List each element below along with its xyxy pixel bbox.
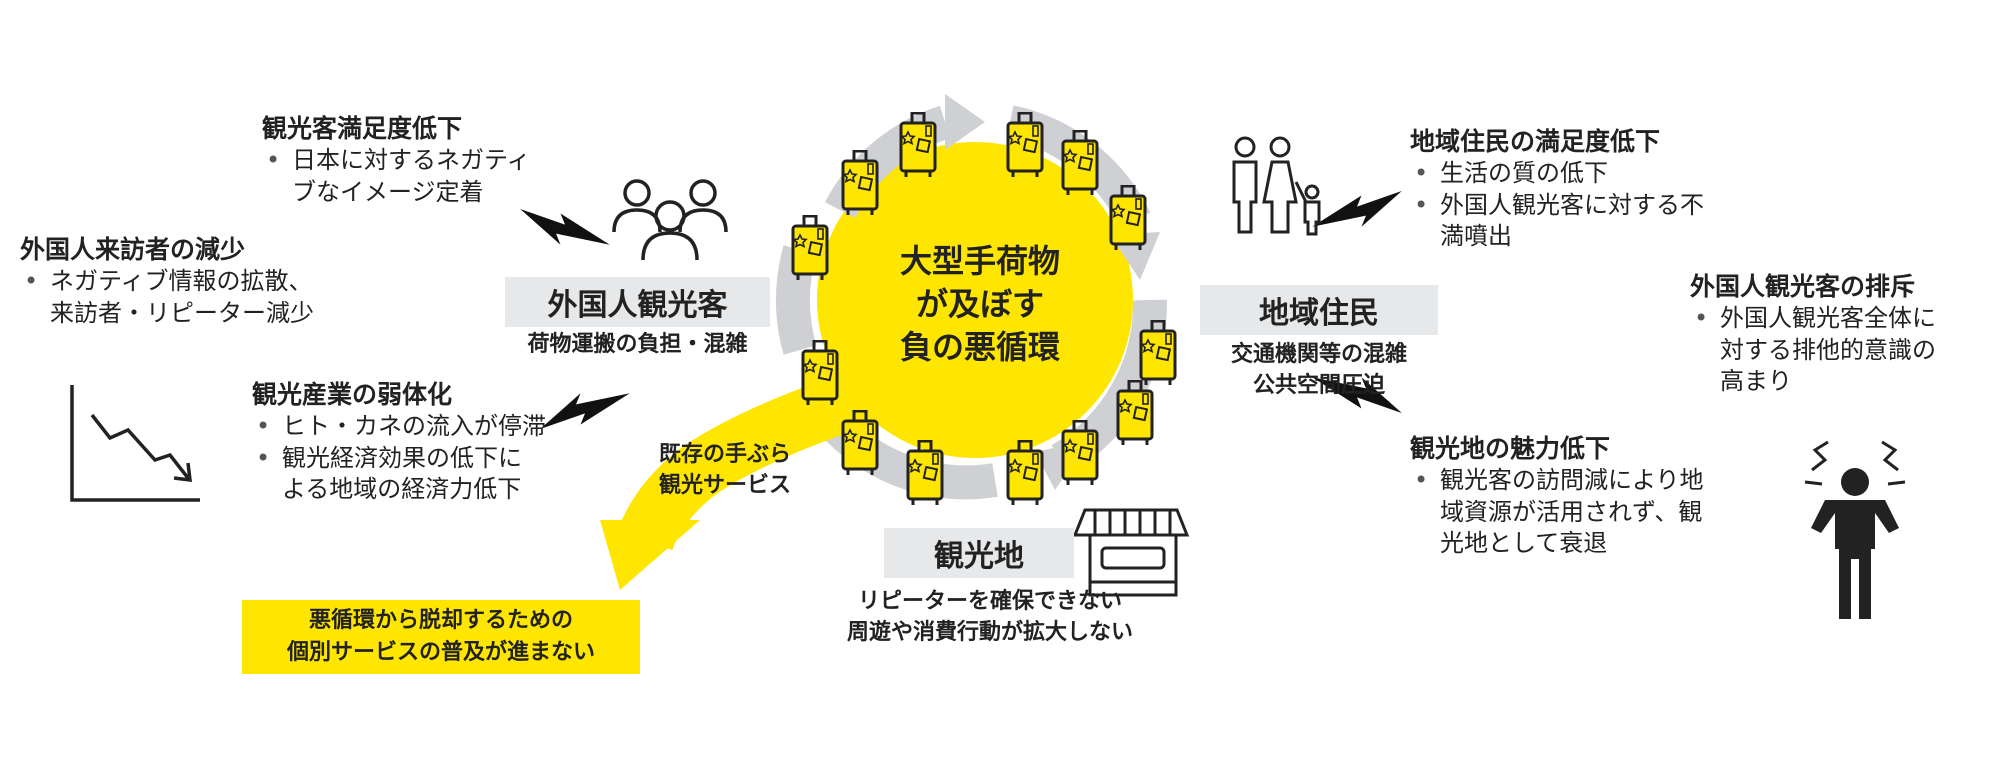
effect-attraction-item: 観光客の訪問減により地: [1410, 465, 1750, 497]
suitcase-icon: [1139, 320, 1177, 387]
node-residents-sub1: 交通機関等の混雑: [1230, 342, 1407, 367]
suitcase-icon: [1006, 440, 1044, 507]
effect-attraction-title: 観光地の魅力低下: [1410, 434, 1611, 463]
effect-exclusion-item: 対する排他的意識の: [1720, 335, 1936, 364]
effect-attraction-item: 光地として衰退: [1440, 529, 1608, 558]
node-sightseeing-sub: リピーターを確保できない 周遊や消費行動が拡大しない: [820, 587, 1160, 649]
conclusion-box: 悪循環から脱却するための 個別サービスの普及が進まない: [242, 600, 640, 674]
effect-resident-satisfaction-item: 外国人観光客に対する不: [1410, 190, 1770, 222]
center-title: 大型手荷物 が及ぼす 負の悪循環: [880, 240, 1080, 370]
center-yellow-circle: [817, 142, 1133, 458]
suitcase-icon: [801, 340, 839, 407]
suitcase-icon: [841, 150, 879, 217]
angry-person-icon: [1804, 440, 1906, 619]
center-title-line3: 負の悪循環: [899, 328, 1060, 367]
lightning-icon: [1312, 190, 1402, 227]
conclusion-line1: 悪循環から脱却するための: [308, 608, 573, 634]
suitcase-icon: [841, 410, 879, 477]
effect-resident-satisfaction: 地域住民の満足度低下 生活の質の低下 外国人観光客に対する不 満噴出: [1410, 125, 1770, 253]
node-sightseeing-sub1: リピーターを確保できない: [857, 589, 1122, 614]
yellow-curved-arrow: [600, 367, 879, 590]
effect-visitors-item: ネガティブ情報の拡散、: [20, 266, 350, 298]
node-tourists: 外国人観光客: [505, 277, 770, 327]
decline-chart-icon: [70, 385, 200, 502]
effect-industry: 観光産業の弱体化 ヒト・カネの流入が停滞 観光経済効果の低下に よる地域の経済力…: [252, 378, 582, 506]
suitcase-icon: [899, 112, 937, 179]
effect-resident-satisfaction-item: 満噴出: [1440, 222, 1512, 251]
effect-exclusion: 外国人観光客の排斥 外国人観光客全体に 対する排他的意識の 高まり: [1690, 270, 1990, 398]
effect-attraction-item: 域資源が活用されず、観: [1440, 497, 1703, 526]
suitcase-icon: [906, 440, 944, 507]
node-tourists-sub: 荷物運搬の負担・混雑: [527, 332, 748, 357]
suitcase-icon: [1116, 380, 1154, 447]
node-sightseeing-label: 観光地: [934, 539, 1024, 574]
existing-service-line1: 既存の手ぶら: [658, 442, 791, 467]
family-icon: [1232, 136, 1321, 236]
suitcase-icon: [1109, 185, 1147, 252]
existing-service-line2: 観光サービス: [658, 472, 791, 498]
effect-satisfaction: 観光客満足度低下 日本に対するネガティ ブなイメージ定着: [262, 112, 562, 208]
effect-satisfaction-title: 観光客満足度低下: [262, 114, 463, 143]
node-residents-sub: 交通機関等の混雑 公共空間圧迫: [1195, 340, 1443, 402]
node-tourists-label: 外国人観光客: [547, 288, 728, 323]
lightning-icon: [520, 208, 610, 245]
effect-exclusion-item: 高まり: [1720, 367, 1792, 396]
effect-attraction: 観光地の魅力低下 観光客の訪問減により地 域資源が活用されず、観 光地として衰退: [1410, 432, 1750, 560]
shop-icon: [1072, 508, 1190, 597]
effect-industry-title: 観光産業の弱体化: [252, 380, 453, 409]
effect-visitors: 外国人来訪者の減少 ネガティブ情報の拡散、 来訪者・リピーター減少: [20, 233, 350, 329]
effect-satisfaction-item: ブなイメージ定着: [292, 177, 484, 206]
effect-exclusion-title: 外国人観光客の排斥: [1690, 272, 1916, 301]
effect-industry-item: ヒト・カネの流入が停滞: [252, 411, 582, 443]
suitcase-icon: [1006, 112, 1044, 179]
suitcase-icon: [1061, 420, 1099, 487]
effect-resident-satisfaction-item: 生活の質の低下: [1410, 158, 1770, 190]
effect-industry-item: 観光経済効果の低下に: [252, 443, 582, 475]
center-title-line2: が及ぼす: [915, 285, 1044, 324]
effect-visitors-title: 外国人来訪者の減少: [20, 235, 246, 264]
node-sightseeing: 観光地: [884, 528, 1074, 578]
node-residents-label: 地域住民: [1259, 296, 1379, 331]
people-group-icon: [612, 179, 728, 261]
suitcase-icon: [791, 215, 829, 282]
center-title-line1: 大型手荷物: [899, 242, 1060, 280]
effect-resident-satisfaction-title: 地域住民の満足度低下: [1410, 127, 1661, 156]
node-sightseeing-sub2: 周遊や消費行動が拡大しない: [846, 619, 1133, 645]
node-residents: 地域住民: [1200, 285, 1438, 335]
node-residents-sub2: 公共空間圧迫: [1252, 372, 1385, 398]
effect-satisfaction-item: 日本に対するネガティ: [262, 145, 562, 177]
effect-exclusion-item: 外国人観光客全体に: [1690, 303, 1990, 335]
conclusion-line2: 個別サービスの普及が進まない: [286, 640, 595, 665]
existing-service-label: 既存の手ぶら 観光サービス: [640, 440, 810, 502]
effect-industry-item: よる地域の経済力低下: [282, 475, 522, 504]
effect-visitors-item: 来訪者・リピーター減少: [50, 298, 314, 327]
suitcase-icon: [1061, 130, 1099, 197]
